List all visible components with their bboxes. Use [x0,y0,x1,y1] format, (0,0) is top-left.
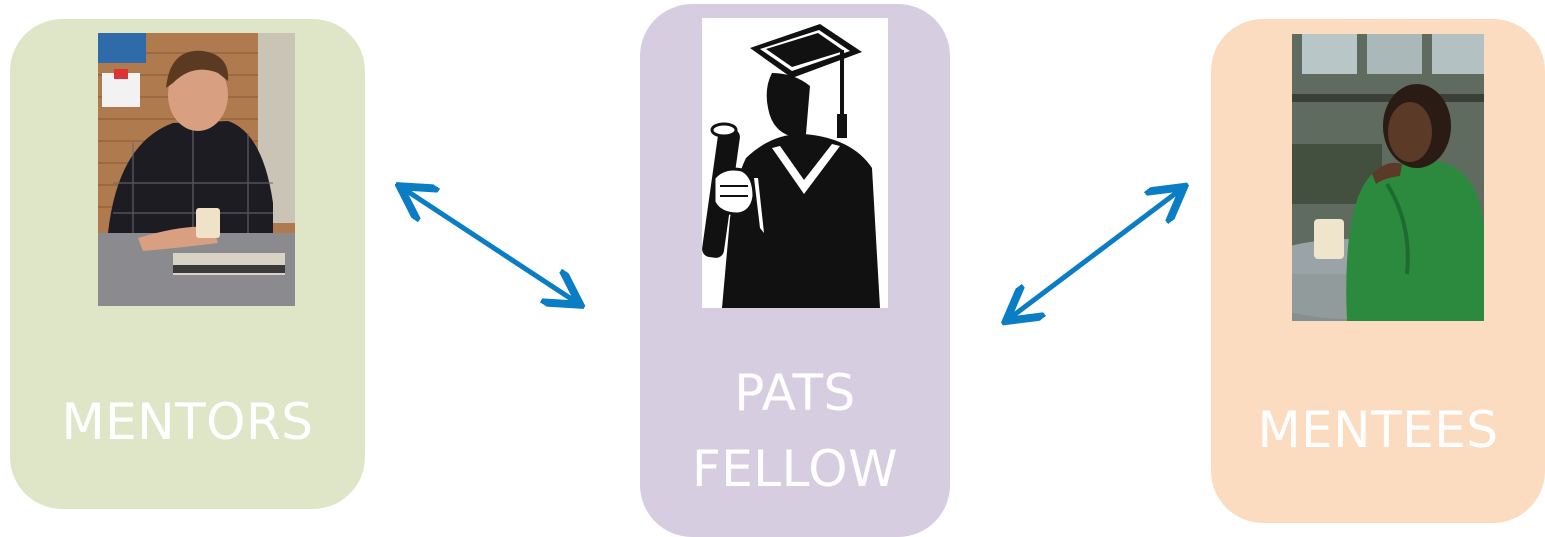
mentees-label: MENTEES [1257,401,1499,459]
mentors-fellow-arrow [404,189,576,302]
pats-fellow-label-line2: FELLOW [691,440,899,498]
pats-fellow-card: PATS FELLOW [640,4,950,537]
pats-fellow-label-line1: PATS [734,364,856,422]
mentors-label: MENTORS [61,393,314,451]
mentee-photo [1292,34,1484,321]
fellow-mentees-arrow [1010,190,1180,318]
graduate-silhouette-icon [702,18,888,308]
mentor-photo [98,33,295,306]
